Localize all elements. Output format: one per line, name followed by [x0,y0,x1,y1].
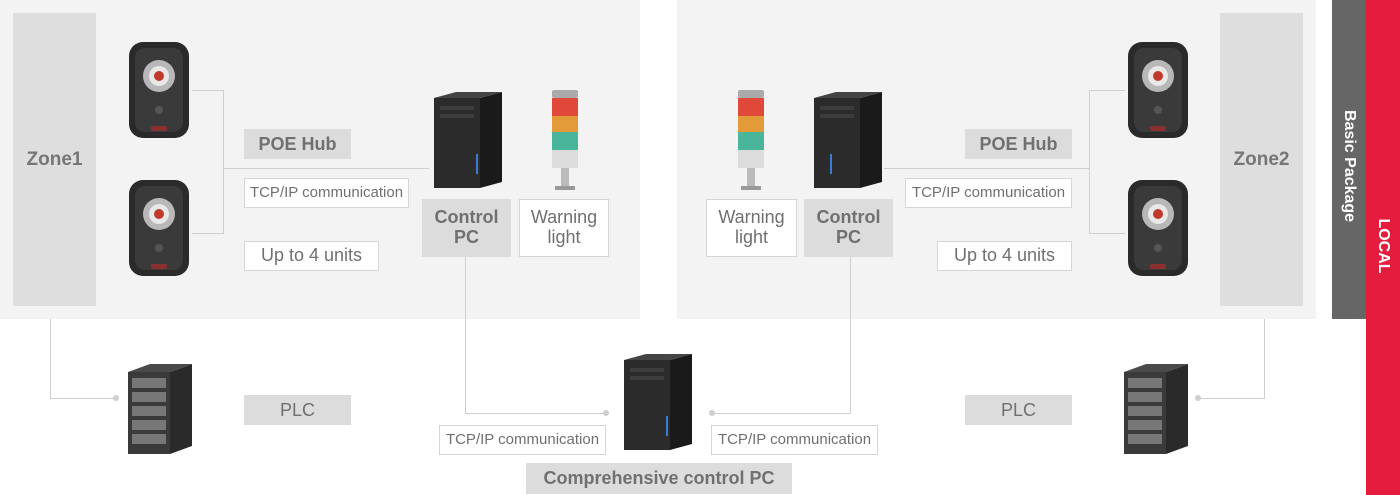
warning-line2: light [547,227,581,247]
tcp-ip-label-right: TCP/IP communication [905,178,1072,208]
local-bar [1366,0,1400,495]
connector [1089,233,1125,234]
local-label: LOCAL [1375,218,1392,274]
control-pc-line2: PC [453,227,479,247]
connector [192,233,224,234]
connector [465,257,466,414]
warning-line1: Warning [530,207,598,228]
tower-pc-icon [434,92,502,188]
connector [192,90,224,91]
units-label-left: Up to 4 units [244,241,379,271]
connector [1198,398,1265,399]
warning-line2: light [734,227,769,247]
comprehensive-pc-label: Comprehensive control PC [526,463,792,494]
units-label-right: Up to 4 units [937,241,1072,271]
signal-tower-light-icon [552,90,578,190]
connector [223,90,224,234]
connector-dot [1195,395,1201,401]
signal-tower-light-icon [738,90,764,190]
control-pc-label-left: Control PC [422,199,511,257]
connector [465,413,606,414]
face-recognition-camera-icon [129,42,189,138]
warning-light-label-left: Warning light [519,199,609,257]
plc-label-right: PLC [965,395,1072,425]
poe-hub-label-right: POE Hub [965,129,1072,159]
connector [1089,90,1125,91]
connector-dot [113,395,119,401]
tower-pc-icon [624,354,692,450]
control-pc-line1: Control [434,207,499,228]
face-recognition-camera-icon [1128,42,1188,138]
zone2-label: Zone2 [1220,13,1303,306]
control-pc-line2: PC [835,227,861,247]
zone1-label: Zone1 [13,13,96,306]
server-rack-icon [1124,364,1188,454]
connector [884,168,1090,169]
connector-dot [709,410,715,416]
poe-hub-label-left: POE Hub [244,129,351,159]
connector [50,319,51,398]
face-recognition-camera-icon [129,180,189,276]
tcp-ip-label-bottom-left: TCP/IP communication [439,425,606,455]
tcp-ip-label-left: TCP/IP communication [244,178,409,208]
warning-line1: Warning [718,207,785,228]
connector [50,398,116,399]
connector [850,257,851,414]
left-zone-panel [0,0,640,319]
basic-package-label: Basic Package [1341,110,1358,223]
control-pc-label-right: Control PC [804,199,893,257]
server-rack-icon [128,364,192,454]
face-recognition-camera-icon [1128,180,1188,276]
connector [712,413,851,414]
tcp-ip-label-bottom-right: TCP/IP communication [711,425,878,455]
connector [1264,319,1265,398]
tower-pc-icon [814,92,882,188]
connector [223,168,429,169]
connector-dot [603,410,609,416]
control-pc-line1: Control [816,207,881,228]
plc-label-left: PLC [244,395,351,425]
basic-package-bar [1332,0,1366,319]
warning-light-label-right: Warning light [706,199,797,257]
connector [1089,90,1090,234]
